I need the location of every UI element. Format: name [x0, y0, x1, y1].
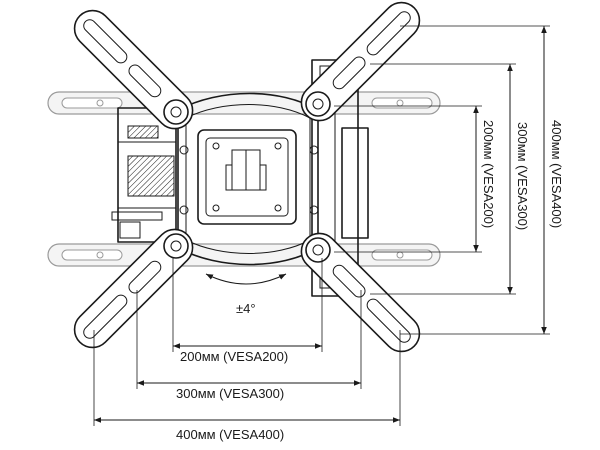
ghost-arm-bottom: [47, 243, 441, 267]
tilt-angle-label: ±4°: [236, 301, 256, 316]
center-bracket: [177, 92, 319, 266]
swing-arm: [111, 107, 177, 243]
extension-lines-horizontal: [93, 258, 401, 426]
dimension-h400: 400мм (VESA400): [94, 417, 400, 442]
dimension-v300-label: 300мм (VESA300): [515, 122, 530, 230]
arm-bottom-left: [73, 228, 194, 349]
dimension-v400: 400мм (VESA400): [541, 26, 564, 334]
dimension-v400-label: 400мм (VESA400): [549, 120, 564, 228]
dimension-h400-label: 400мм (VESA400): [176, 427, 284, 442]
dimension-h200: 200мм (VESA200): [173, 343, 322, 364]
dimension-v300: 300мм (VESA300): [507, 64, 530, 294]
arm-top-left: [73, 9, 194, 130]
arm-bottom-right: [300, 232, 421, 353]
tilt-indicator: ±4°: [205, 273, 287, 316]
dimension-h300-label: 300мм (VESA300): [176, 386, 284, 401]
ghost-arm-top: [47, 91, 441, 115]
dimension-v200-label: 200мм (VESA200): [481, 120, 496, 228]
arm-top-right: [300, 1, 421, 122]
dimension-h300: 300мм (VESA300): [137, 380, 361, 401]
dimension-h200-label: 200мм (VESA200): [180, 349, 288, 364]
extension-lines-vertical: [334, 25, 550, 335]
dimension-v200: 200мм (VESA200): [473, 106, 496, 252]
